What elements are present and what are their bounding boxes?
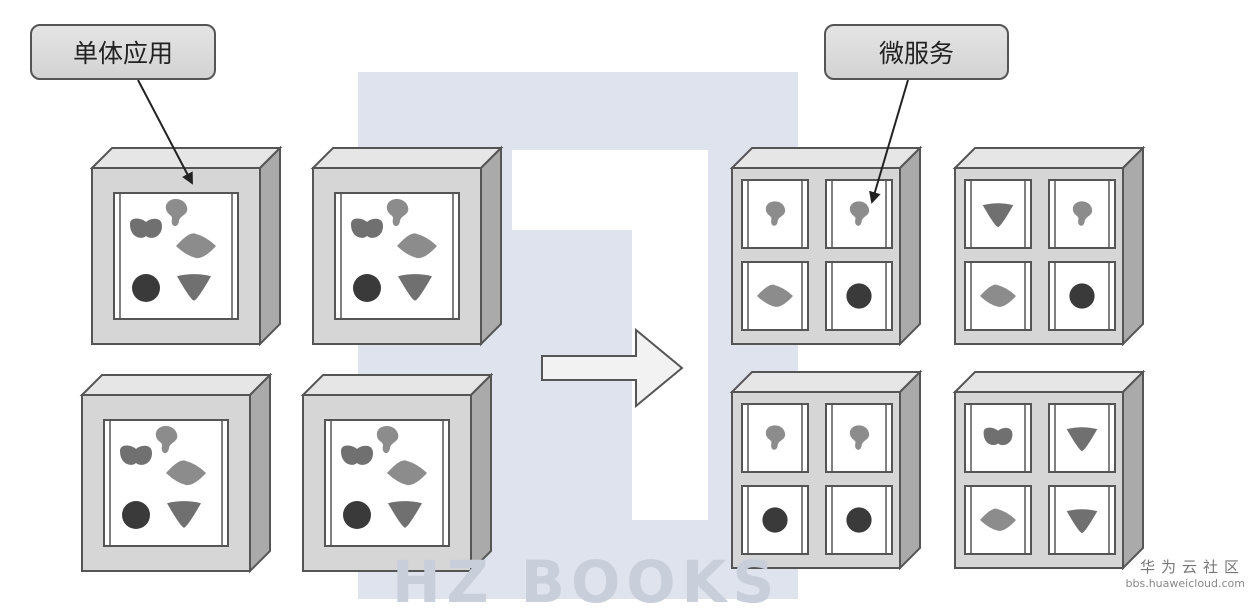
triangle-icon (177, 274, 211, 301)
microservice-cell (1048, 403, 1116, 473)
circle-icon (353, 274, 381, 302)
monolith-panel (324, 419, 450, 547)
box-side-face (899, 369, 921, 571)
watermark-band-cutout (512, 150, 708, 520)
blob-icon (165, 198, 188, 227)
microservice-cell (825, 179, 893, 249)
watermark-url: bbs.huaweicloud.com (1125, 577, 1245, 590)
microservice-box (952, 145, 1146, 347)
microservice-box (952, 369, 1146, 571)
peanut-icon (983, 427, 1013, 446)
box-side-face (899, 145, 921, 347)
box-side-face (249, 372, 271, 574)
box-top-face (310, 147, 504, 169)
diamond-icon (980, 284, 1016, 307)
microservice-cell (964, 179, 1032, 249)
box-side-face (1122, 369, 1144, 571)
box-top-face (79, 374, 273, 396)
blob-icon (376, 425, 399, 454)
peanut-icon (341, 445, 373, 465)
monolith-box (310, 145, 504, 347)
diamond-icon (176, 233, 216, 259)
microservice-cell (741, 179, 809, 249)
microservice-box (729, 369, 923, 571)
circle-icon (846, 283, 872, 309)
triangle-icon (1066, 427, 1098, 452)
box-side-face (1122, 145, 1144, 347)
microservice-cell (964, 403, 1032, 473)
microservice-box (729, 145, 923, 347)
blob-icon (765, 201, 786, 226)
transition-arrow-icon (541, 327, 684, 409)
diagram: 单体应用 微服务 HZ BOOKS 华为云社区 bbs.huaweicloud.… (30, 24, 1245, 616)
microservice-cell (1048, 261, 1116, 331)
circle-icon (762, 507, 788, 533)
monolith-label: 单体应用 (30, 24, 216, 80)
microservice-cell (1048, 485, 1116, 555)
circle-icon (343, 501, 371, 529)
circle-icon (132, 274, 160, 302)
diamond-icon (757, 284, 793, 307)
microservice-cell (825, 485, 893, 555)
watermark-site-name: 华为云社区 (1139, 558, 1245, 576)
microservice-cell (825, 261, 893, 331)
site-watermark: 华为云社区 bbs.huaweicloud.com (1126, 556, 1245, 590)
circle-icon (846, 507, 872, 533)
box-top-face (729, 371, 923, 393)
triangle-icon (388, 501, 422, 528)
diamond-icon (387, 460, 427, 486)
monolith-panel (103, 419, 229, 547)
monolith-box (300, 372, 494, 574)
diagram-canvas (79, 72, 1146, 599)
microservices-label: 微服务 (824, 24, 1009, 80)
blob-icon (1072, 201, 1093, 226)
peanut-icon (351, 218, 383, 238)
background-watermark-text: HZ BOOKS (392, 548, 781, 616)
circle-icon (122, 501, 150, 529)
diamond-icon (166, 460, 206, 486)
box-top-face (952, 147, 1146, 169)
box-top-face (952, 371, 1146, 393)
box-side-face (259, 145, 281, 347)
box-top-face (729, 147, 923, 169)
microservice-pointer-arrow (869, 79, 909, 204)
microservice-cell (741, 261, 809, 331)
circle-icon (1069, 283, 1095, 309)
triangle-icon (398, 274, 432, 301)
microservice-cell (964, 261, 1032, 331)
monolith-box (79, 372, 273, 574)
triangle-icon (982, 203, 1014, 228)
peanut-icon (130, 218, 162, 238)
microservice-cell (741, 485, 809, 555)
microservice-cell (1048, 179, 1116, 249)
triangle-icon (167, 501, 201, 528)
box-side-face (470, 372, 492, 574)
diamond-icon (980, 508, 1016, 531)
monolith-box (89, 145, 283, 347)
microservice-cell (964, 485, 1032, 555)
blob-icon (849, 425, 870, 450)
monolith-pointer-arrow (137, 79, 193, 185)
box-top-face (300, 374, 494, 396)
blob-icon (386, 198, 409, 227)
microservice-cell (825, 403, 893, 473)
box-top-face (89, 147, 283, 169)
monolith-panel (113, 192, 239, 320)
peanut-icon (120, 445, 152, 465)
diamond-icon (397, 233, 437, 259)
blob-icon (765, 425, 786, 450)
monolith-panel (334, 192, 460, 320)
triangle-icon (1066, 509, 1098, 534)
microservice-cell (741, 403, 809, 473)
box-side-face (480, 145, 502, 347)
blob-icon (155, 425, 178, 454)
blob-icon (849, 201, 870, 226)
